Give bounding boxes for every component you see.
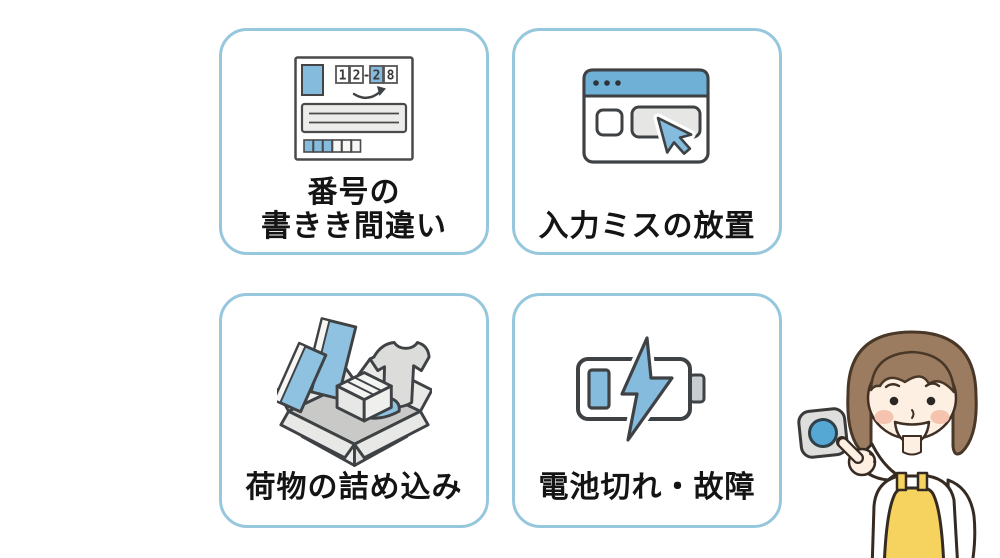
card-caption: 番号の 書きき間違い: [261, 176, 447, 252]
caption-line: 荷物の詰め込み: [245, 471, 463, 504]
form-address-panel: [300, 102, 408, 134]
card-luggage-packing: 荷物の詰め込み: [219, 293, 489, 528]
card-input-mistake-neglect: 入力ミスの放置: [512, 28, 782, 255]
box-front-left-flap: [278, 409, 356, 459]
wrapped-parcel: [335, 370, 393, 422]
digit: 2: [353, 69, 361, 84]
apron-strap-right: [916, 471, 929, 492]
eye-left: [889, 396, 899, 406]
card-caption: 電池切れ・故障: [539, 471, 756, 525]
packed-box-illustration: [276, 316, 432, 467]
browser-illustration: [582, 68, 710, 164]
lightning-bolt-icon: [616, 333, 677, 444]
browser-header: [582, 68, 710, 98]
highlighted-digit-box: [369, 65, 384, 84]
eyebrow-left: [884, 383, 901, 389]
book-front: [276, 341, 327, 413]
battery-illustration: [575, 333, 705, 444]
correction-arrow-icon: [352, 86, 386, 99]
apron: [883, 486, 945, 558]
cheek-left: [874, 410, 894, 424]
box-front-right-flap: [352, 409, 430, 459]
nose: [911, 409, 915, 419]
postal-form-icon: 1 2 - 2 8: [294, 41, 414, 176]
battery-terminal: [688, 373, 705, 403]
caption-line: 書きき間違い: [261, 210, 447, 243]
browser-small-box: [595, 108, 624, 137]
cheek-right: [930, 410, 950, 424]
card-caption: 荷物の詰め込み: [246, 471, 463, 525]
form-photo-box: [301, 64, 324, 96]
cursor-icon: [653, 113, 696, 159]
card-caption: 入力ミスの放置: [539, 210, 756, 252]
apron-strap-left: [895, 471, 908, 492]
digit: 8: [387, 69, 395, 84]
neck: [902, 435, 922, 456]
digit-highlighted: 2: [373, 69, 381, 84]
eyebrow-right: [924, 382, 941, 388]
digit-separator: -: [363, 69, 371, 84]
battery-charge-bar: [586, 367, 611, 410]
caption-line: 電池切れ・故障: [538, 471, 756, 504]
packed-box-icon: [276, 306, 432, 471]
tracker-device-icon: [797, 407, 849, 459]
form-code-cells: [303, 139, 362, 153]
battery-lightning-icon: [575, 306, 720, 471]
browser-header-dots: [593, 80, 621, 86]
mistake-cards-grid: 1 2 - 2 8: [219, 28, 782, 528]
eye-right: [926, 396, 936, 406]
pointing-hand: [836, 436, 877, 477]
browser-cursor-icon: [582, 41, 712, 210]
woman-character: [797, 330, 978, 558]
postal-form-illustration: 1 2 - 2 8: [294, 56, 414, 161]
card-number-writing-mistake: 1 2 - 2 8: [219, 28, 489, 255]
card-battery-dead: 電池切れ・故障: [512, 293, 782, 528]
caption-line: 番号の: [307, 176, 401, 209]
form-digit-boxes: 1 2 - 2 8: [335, 65, 398, 84]
caption-line: 入力ミスの放置: [538, 210, 756, 243]
digit: 1: [339, 69, 347, 84]
